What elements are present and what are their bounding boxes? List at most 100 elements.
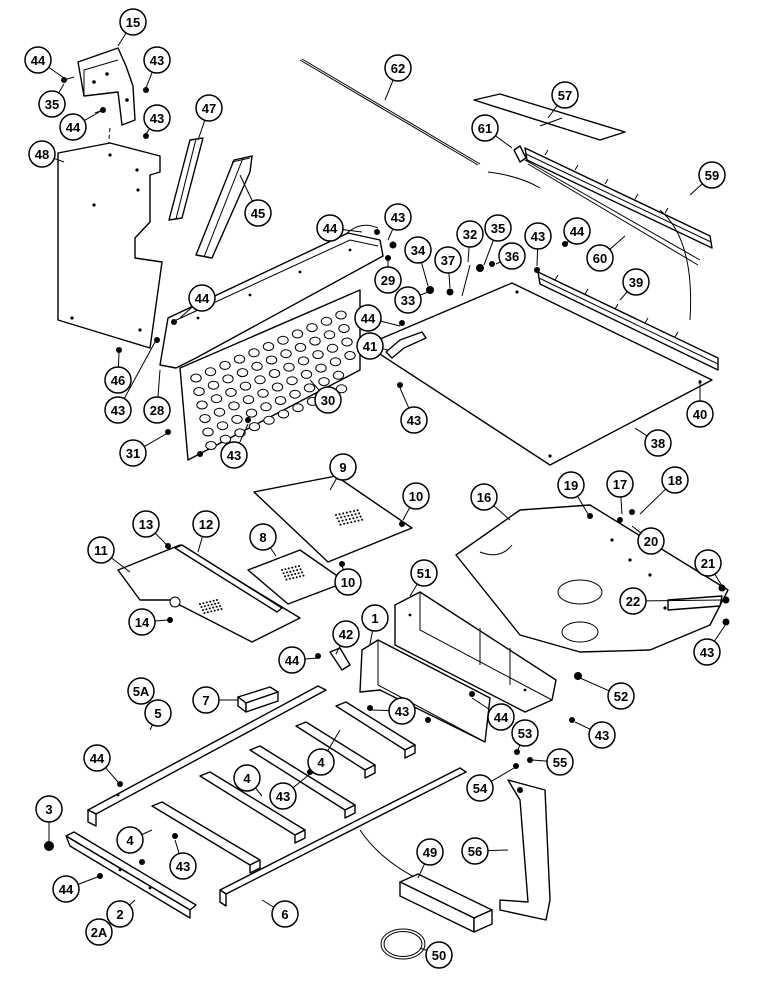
leader-c43b xyxy=(145,128,151,135)
callout-label: 42 xyxy=(339,627,353,642)
leader-c34 xyxy=(420,262,429,287)
part-15-bracket xyxy=(77,47,136,151)
leader-c44e xyxy=(179,306,193,319)
callout-c6: 6 xyxy=(271,900,299,928)
perforation-hole xyxy=(335,384,348,394)
leader-c5 xyxy=(149,724,153,731)
callout-c10a: 10 xyxy=(402,482,430,510)
callout-c44d: 44 xyxy=(563,217,591,245)
perforation-hole xyxy=(210,394,223,404)
part-51-angle xyxy=(394,591,557,713)
callout-label: 44 xyxy=(323,221,338,236)
callout-label: 55 xyxy=(553,755,567,770)
callout-c4a: 4 xyxy=(307,748,335,776)
mesh-dot xyxy=(285,578,288,581)
callout-label: 11 xyxy=(94,543,108,558)
mesh-dot xyxy=(347,514,350,517)
callout-circle xyxy=(127,677,155,705)
leader-c57 xyxy=(547,105,558,119)
perforation-hole xyxy=(329,357,342,367)
mesh-dot xyxy=(206,611,209,614)
part-48-panel xyxy=(57,142,163,349)
callout-label: 56 xyxy=(468,844,482,859)
mesh-dot xyxy=(340,516,343,519)
callout-c43i: 43 xyxy=(388,697,416,725)
leader-c1 xyxy=(369,630,374,645)
callout-c3: 3 xyxy=(35,795,63,823)
leader-c51 xyxy=(409,583,418,597)
callout-circle xyxy=(374,266,402,294)
callout-label: 28 xyxy=(150,403,164,418)
callout-c43k: 43 xyxy=(269,782,297,810)
callout-label: 32 xyxy=(463,227,477,242)
callout-label: 43 xyxy=(176,859,190,874)
callout-label: 4 xyxy=(126,833,134,848)
mesh-dot xyxy=(359,515,362,518)
callout-label: 18 xyxy=(668,473,682,488)
perforation-hole xyxy=(199,414,211,423)
callout-c43g: 43 xyxy=(220,441,248,469)
callout-circle xyxy=(400,406,428,434)
perforation-hole xyxy=(292,403,304,413)
callout-label: 31 xyxy=(126,446,140,461)
leader-c9 xyxy=(329,478,338,491)
callout-circle xyxy=(694,549,722,577)
callout-c53: 53 xyxy=(511,719,539,747)
callout-circle xyxy=(394,286,422,314)
callout-circle xyxy=(546,748,574,776)
callout-c16: 16 xyxy=(470,483,498,511)
perforation-hole xyxy=(233,354,246,364)
perforation-hole xyxy=(265,355,278,365)
callout-label: 41 xyxy=(363,339,377,354)
mesh-dot xyxy=(302,574,305,577)
callout-circle xyxy=(144,699,172,727)
leader-c43c xyxy=(387,228,394,241)
part-50-clamp xyxy=(380,928,426,960)
leader-c39 xyxy=(619,291,628,301)
callout-label: 61 xyxy=(478,121,492,136)
callout-label: 19 xyxy=(564,478,578,493)
leader-c35a xyxy=(58,83,65,94)
mesh-dot xyxy=(341,519,344,522)
mesh-dot xyxy=(342,512,345,515)
callout-label: 51 xyxy=(417,566,431,581)
callout-label: 52 xyxy=(614,689,628,704)
mesh-dot xyxy=(209,600,212,603)
callout-c11: 11 xyxy=(87,536,115,564)
callout-circle xyxy=(332,620,360,648)
callout-label: 36 xyxy=(505,249,519,264)
callout-c35b: 35 xyxy=(484,214,512,242)
mesh-dot xyxy=(345,518,348,521)
mesh-dot xyxy=(216,599,218,601)
perforation-hole xyxy=(219,434,232,444)
mesh-dot xyxy=(205,601,208,604)
callout-c51: 51 xyxy=(410,559,438,587)
callout-label: 44 xyxy=(66,120,81,135)
callout-circle xyxy=(24,46,52,74)
callout-circle xyxy=(119,439,147,467)
mesh-dot xyxy=(214,602,217,605)
callout-circle xyxy=(85,918,113,946)
callout-c29: 29 xyxy=(374,266,402,294)
mesh-dot xyxy=(350,514,353,516)
perforation-hole xyxy=(338,324,350,333)
callout-c43j: 43 xyxy=(588,721,616,749)
perforation-hole xyxy=(268,369,281,378)
callout-circle xyxy=(307,748,335,776)
callout-circle xyxy=(233,764,261,792)
callout-c50: 50 xyxy=(425,941,453,969)
mesh-dot xyxy=(200,606,203,608)
part-1-angle xyxy=(359,639,491,743)
mesh-dot xyxy=(350,521,353,524)
callout-label: 57 xyxy=(558,88,572,103)
leader-c11 xyxy=(111,557,131,573)
callout-label: 33 xyxy=(401,293,415,308)
mesh-dot xyxy=(297,572,300,575)
perforation-hole xyxy=(263,415,275,425)
callout-label: 21 xyxy=(701,556,715,571)
mesh-dot xyxy=(343,522,346,525)
callout-label: 43 xyxy=(227,448,241,463)
callout-label: 20 xyxy=(644,534,658,549)
part-39-angle xyxy=(537,271,719,371)
